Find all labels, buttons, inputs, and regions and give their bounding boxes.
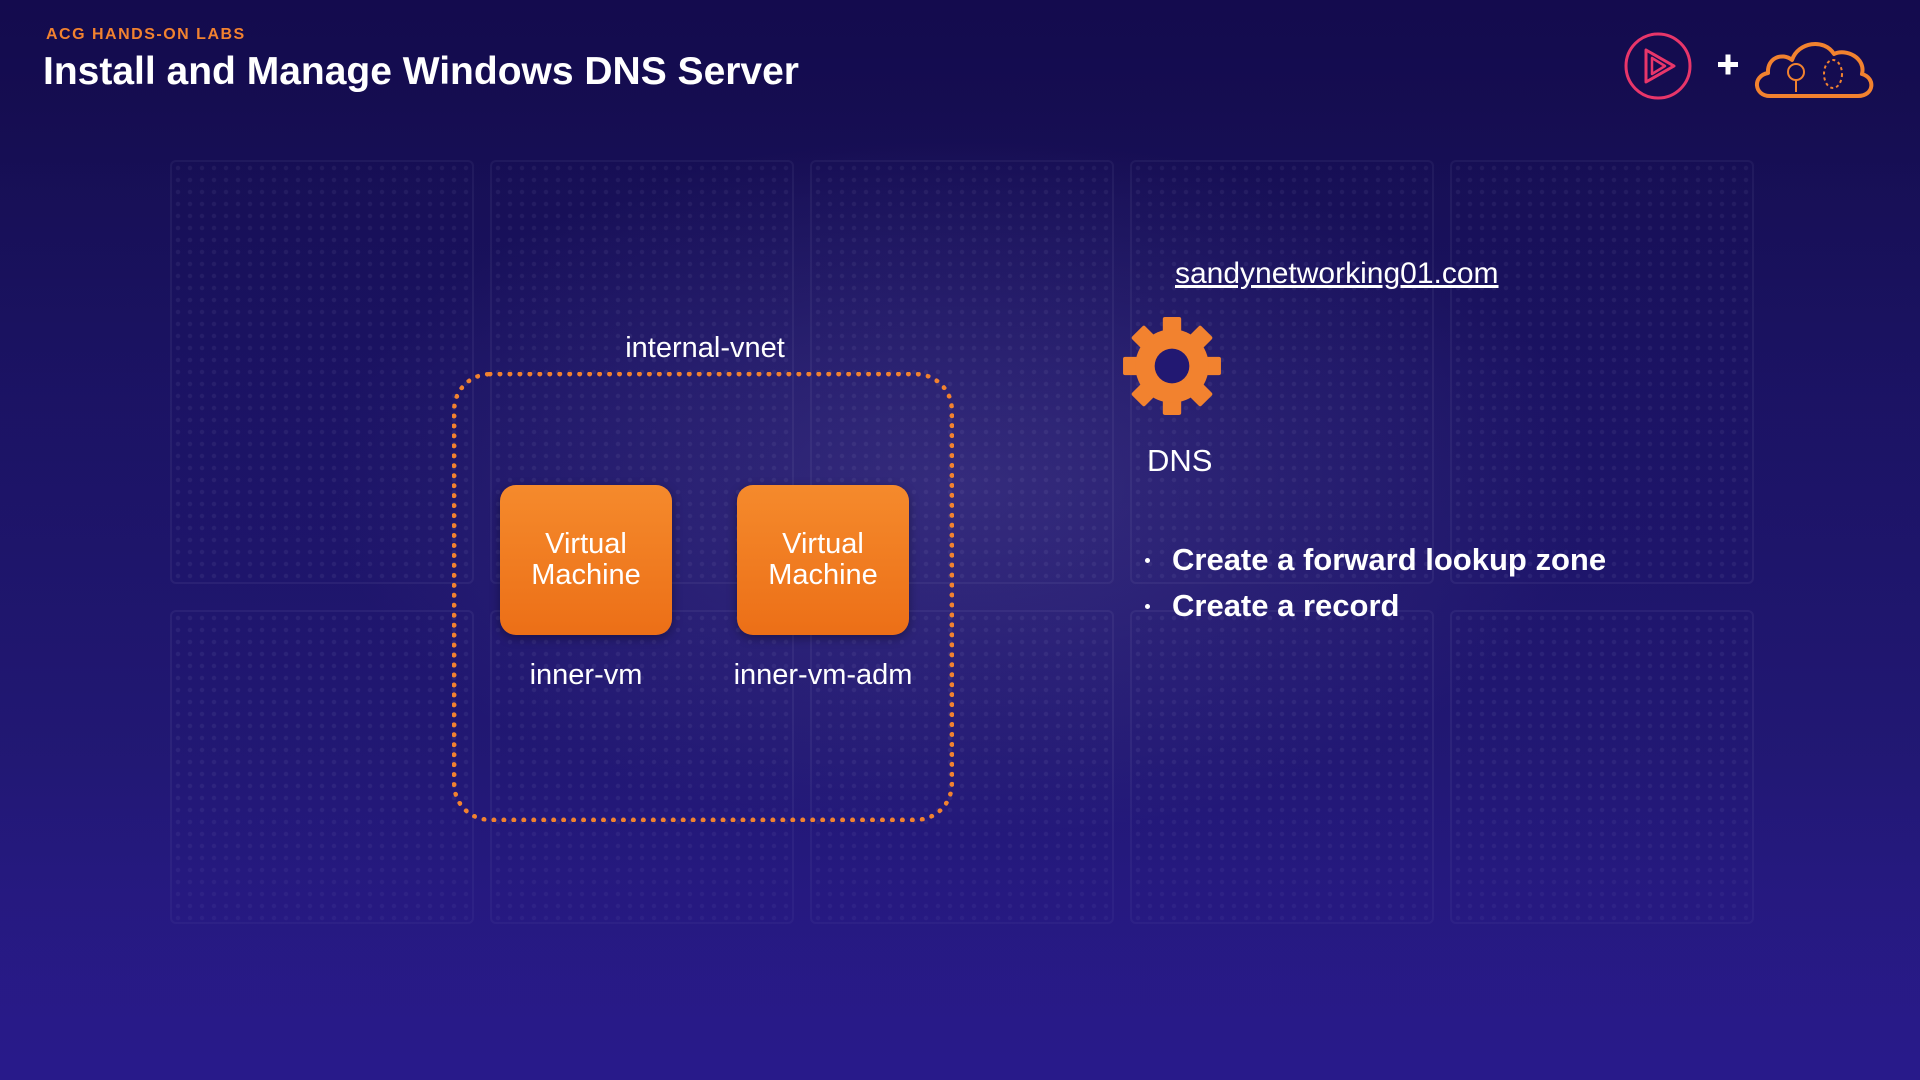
acg-cloud-logo-icon: [1755, 41, 1874, 98]
vm-tile-inner-vm-adm: Virtual Machine: [737, 485, 909, 635]
list-item: Create a forward lookup zone: [1145, 537, 1606, 583]
eyebrow-label: ACG HANDS-ON LABS: [46, 26, 246, 43]
brand-logos-svg: [1624, 32, 1874, 100]
vm-name-inner-vm: inner-vm: [529, 659, 643, 691]
vm-name-inner-vm-adm: inner-vm-adm: [733, 659, 913, 691]
vnet-label: internal-vnet: [625, 332, 785, 364]
slide-title: Install and Manage Windows DNS Server: [43, 50, 799, 93]
list-item: Create a record: [1145, 583, 1606, 629]
plus-sign: [1718, 54, 1738, 75]
vm-tile-label: Virtual Machine: [768, 528, 878, 591]
dns-task-list: Create a forward lookup zone Create a re…: [1145, 537, 1606, 629]
dns-domain-link[interactable]: sandynetworking01.com: [1175, 257, 1499, 290]
vm-tile-label: Virtual Machine: [531, 528, 641, 591]
task-label: Create a forward lookup zone: [1172, 542, 1607, 577]
pluralsight-play-logo-icon: [1624, 32, 1692, 100]
vm-tile-inner-vm: Virtual Machine: [500, 485, 672, 635]
dns-label: DNS: [1147, 443, 1213, 478]
vnet-boundary: [452, 372, 954, 822]
brand-logos: [1620, 28, 1880, 102]
task-label: Create a record: [1172, 588, 1400, 623]
gear-icon: [1123, 317, 1221, 415]
bullet-icon: [1145, 603, 1150, 609]
bullet-icon: [1145, 557, 1150, 563]
